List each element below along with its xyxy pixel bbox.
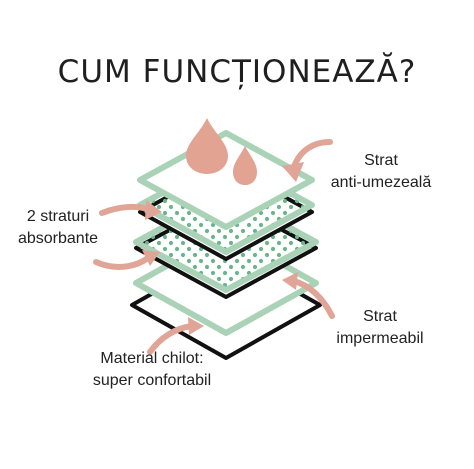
label-line: anti-umezeală <box>330 174 432 191</box>
label-anti-moisture-layer: Strat anti-umezeală <box>322 150 440 194</box>
label-line: 2 straturi <box>26 208 90 225</box>
label-line: Material chilot: <box>100 350 204 367</box>
curved-arrow-icon <box>282 139 333 182</box>
curved-arrow-icon <box>99 200 162 220</box>
label-fabric-layer: Material chilot: super confortabil <box>70 348 234 392</box>
curved-arrow-icon <box>147 317 204 355</box>
label-waterproof-layer: Strat impermeabil <box>330 306 430 350</box>
label-line: Strat <box>363 308 397 325</box>
water-drop-icon <box>186 118 228 174</box>
label-line: super confortabil <box>92 372 212 389</box>
anti-moisture-layer <box>137 130 315 230</box>
page-title: CUM FUNCȚIONEAZĂ? <box>57 54 417 90</box>
curved-arrow-icon <box>282 272 335 319</box>
label-line: absorbante <box>17 230 99 247</box>
water-drop-icon <box>233 146 257 185</box>
label-line: Strat <box>364 152 398 169</box>
label-absorbent-layers: 2 straturi absorbante <box>10 206 106 250</box>
label-line: impermeabil <box>336 330 424 347</box>
curved-arrow-icon <box>93 250 160 270</box>
